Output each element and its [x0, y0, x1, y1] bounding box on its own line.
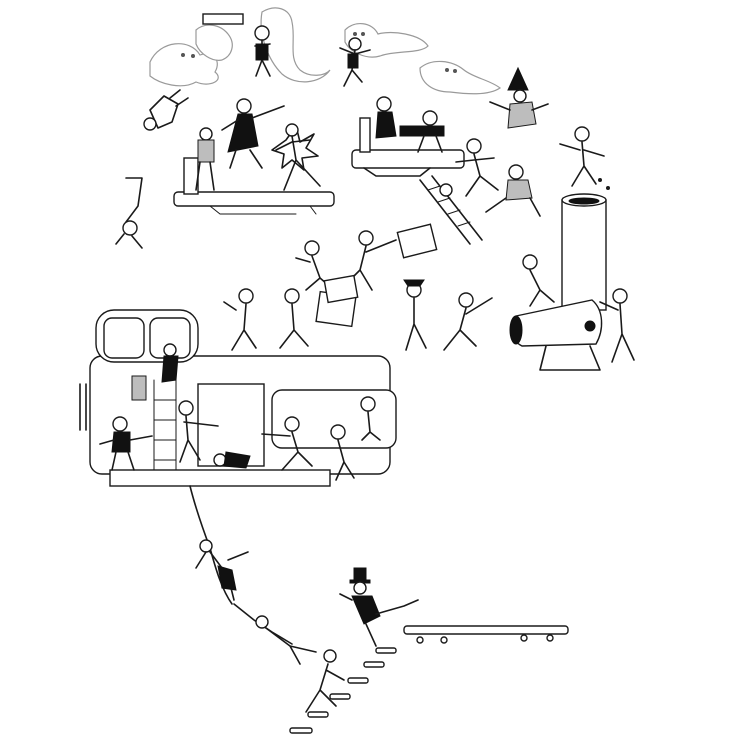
floating-platform-right: [351, 117, 465, 177]
woman-at-cannon: [599, 288, 635, 363]
hanging-man: [115, 177, 143, 249]
man-running: [455, 138, 499, 197]
witch: [489, 66, 549, 129]
gunner-on-platform: [399, 110, 445, 153]
ghost-tall: [260, 7, 331, 83]
man-diving: [485, 164, 541, 217]
floating-platform-left: [173, 157, 335, 215]
juggler: [559, 126, 610, 190]
vehicle-brawlers: [99, 343, 381, 481]
fight-burst: [271, 125, 319, 171]
ghost-left: [149, 43, 219, 87]
cannon: [509, 299, 603, 371]
falling-kid: [143, 89, 189, 131]
man-climbing-ladder: [419, 175, 483, 245]
middle-brawl: [223, 223, 555, 351]
man-kicking: [275, 123, 321, 191]
stepping-skateboards: [289, 647, 397, 734]
woman-crouching: [375, 96, 397, 139]
long-board: [403, 625, 569, 644]
man-with-ghost: [254, 25, 271, 77]
top-hat-man: [339, 567, 419, 647]
ghost-sign-holder: [195, 13, 244, 61]
woman-black-dress: [221, 98, 285, 169]
hanging-chain: [189, 485, 345, 713]
guard-on-platform: [195, 127, 215, 191]
ghost-far-right: [419, 60, 502, 95]
ghost-sign: [202, 13, 244, 25]
man-throwing: [339, 37, 371, 87]
ghost-right: [344, 23, 429, 58]
tall-pipe: [561, 193, 607, 311]
